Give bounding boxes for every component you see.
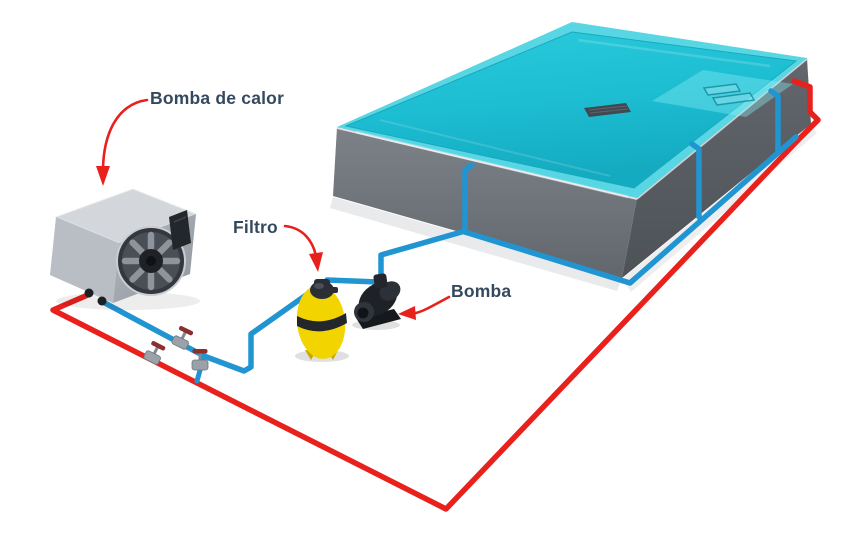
pump-base-plate [356,309,401,329]
label-heat-pump: Bomba de calor [150,88,284,108]
heat-pump-unit [50,188,200,310]
pool [330,22,817,292]
label-pump: Bomba [451,281,511,301]
cold-pipe-pool-to-pump [378,228,468,286]
arrowhead-heat-pump [96,166,110,186]
filter-multiport-valve [310,279,338,299]
valves [143,326,209,371]
cold-water-piping [100,88,799,384]
water-reflection-streak-1 [355,130,629,199]
water-reflection-streak-2 [379,119,611,177]
heat-pump-cold-port [97,296,107,306]
pool-bench-outline-2 [711,92,756,106]
heat-pump-vent [169,210,191,250]
arrowhead-filter [309,252,323,272]
pool-wall-front-right [622,58,811,278]
pool-drain-grate [584,103,631,117]
arrowhead-pump [398,306,416,320]
label-filter: Filtro [233,217,278,237]
water-reflection-streak-3 [577,38,771,68]
heat-pump-shadow [56,292,200,310]
pump-snout-inlet [357,307,369,319]
labels: Bomba de calor Filtro Bomba [150,88,511,301]
annotation-arrows [101,98,451,315]
cold-pipe-skimmer-riser-right [768,88,781,154]
pump-unit [352,273,401,330]
pool-edge-highlight-right [636,58,808,200]
pump-top-elbow [373,273,388,289]
pool-edge-highlight-left [336,127,638,200]
pool-water-surface [344,31,798,189]
valve-cold-line [171,326,194,350]
hot-water-piping [50,78,821,512]
cold-pipe-base-run [462,134,799,286]
heat-pump-fan [116,226,186,296]
valve-bypass [191,349,209,371]
valve-hot-line [143,341,166,365]
cold-pipe-skimmer-riser-mid [689,141,702,220]
arrow-heat-pump-curve [101,98,149,170]
cold-pipe-skimmer-riser-front [462,162,475,235]
cold-pipe-filter-to-pump [324,277,381,285]
arrow-filter-curve [283,224,318,258]
heat-pump-left-face [50,217,119,303]
hot-water-pipe [50,78,821,512]
annotation-arrowheads [96,166,416,320]
pool-bench-outline-1 [702,83,742,96]
heat-pump-hot-port [84,288,94,298]
filter-band [297,313,347,332]
filter-unit [295,279,349,362]
pool-wall-front-left [333,127,637,278]
arrow-pump-curve [414,295,451,315]
pool-ground-shadow-left [330,197,622,291]
